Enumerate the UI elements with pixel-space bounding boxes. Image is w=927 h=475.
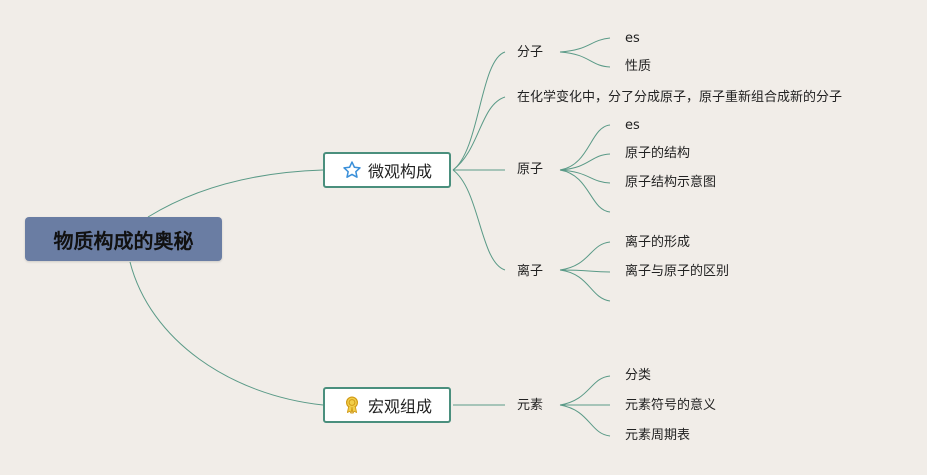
branch-micro-composition[interactable]: 微观构成 bbox=[323, 152, 451, 188]
node-element[interactable]: 元素 bbox=[517, 398, 544, 413]
leaf-ion-vs-atom[interactable]: 离子与原子的区别 bbox=[625, 264, 730, 279]
node-atom[interactable]: 原子 bbox=[517, 162, 544, 177]
leaf-periodic-table[interactable]: 元素周期表 bbox=[625, 428, 691, 443]
root-topic-label: 物质构成的奥秘 bbox=[53, 228, 194, 253]
leaf-element-classification[interactable]: 分类 bbox=[625, 368, 652, 383]
leaf-molecule-es[interactable]: es bbox=[625, 31, 640, 46]
leaf-atom-diagram[interactable]: 原子结构示意图 bbox=[625, 175, 717, 190]
leaf-molecule-properties[interactable]: 性质 bbox=[625, 59, 652, 74]
node-ion[interactable]: 离子 bbox=[517, 264, 544, 279]
branch-macro-composition[interactable]: 宏观组成 bbox=[323, 387, 451, 423]
leaf-ion-formation[interactable]: 离子的形成 bbox=[625, 235, 691, 250]
leaf-element-symbol-meaning[interactable]: 元素符号的意义 bbox=[625, 398, 717, 413]
root-topic[interactable]: 物质构成的奥秘 bbox=[25, 217, 222, 261]
leaf-atom-structure[interactable]: 原子的结构 bbox=[625, 146, 691, 161]
award-ribbon-icon bbox=[342, 395, 362, 415]
node-molecule[interactable]: 分子 bbox=[517, 45, 544, 60]
branch-label: 微观构成 bbox=[367, 162, 432, 181]
branch-label: 宏观组成 bbox=[367, 397, 432, 416]
leaf-atom-es[interactable]: es bbox=[625, 118, 640, 133]
node-chemical-change-note[interactable]: 在化学变化中，分了分成原子，原子重新组合成新的分子 bbox=[517, 90, 843, 105]
star-icon bbox=[342, 160, 362, 180]
